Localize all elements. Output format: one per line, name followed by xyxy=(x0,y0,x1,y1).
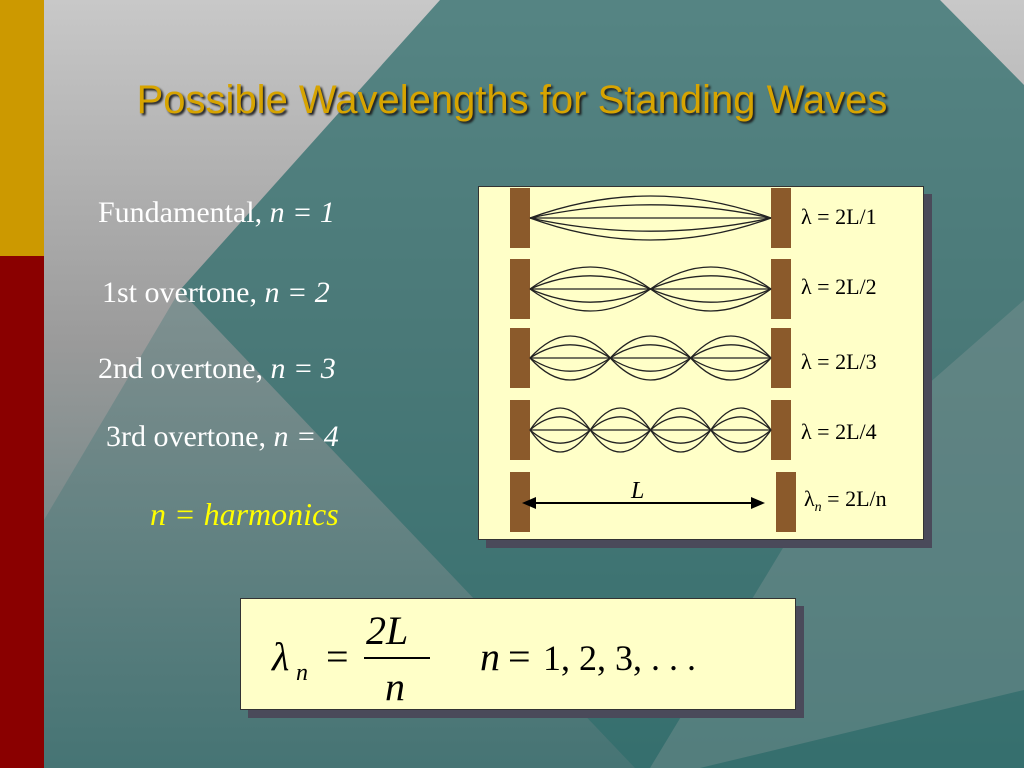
label-overtone-3-eq: n = 4 xyxy=(273,420,339,453)
wave-curve-mode-3-inner-b xyxy=(529,344,772,372)
formula-lambda-subscript: n xyxy=(296,660,308,686)
wall-right-mode-2 xyxy=(771,259,791,319)
wave-curve-mode-3-inner-a xyxy=(529,344,772,372)
label-overtone-3-text: 3rd overtone, xyxy=(106,420,266,453)
wave-rows xyxy=(510,188,796,532)
formula-denominator: n xyxy=(385,664,405,709)
wave-curve-mode-2-inner-b xyxy=(529,275,772,303)
lambda-mode-1: λ = 2L/1 xyxy=(801,204,877,229)
formula-equals-2: = xyxy=(508,634,531,679)
wall-right-mode-1 xyxy=(771,188,791,248)
wave-curve-mode-3-outer-a xyxy=(529,335,772,381)
wavelength-formula: λ n = 2L n n = 1, 2, 3, . . . xyxy=(271,608,696,709)
label-overtone-1: 1st overtone, n = 2 xyxy=(102,276,330,310)
sidebar-gold-bar xyxy=(0,0,44,256)
formula-n: n xyxy=(480,634,500,679)
label-fundamental-text: Fundamental, xyxy=(98,196,263,229)
label-overtone-2-text: 2nd overtone, xyxy=(98,352,263,385)
lambda-general: λn = 2L/n xyxy=(804,486,887,515)
standing-wave-diagram: λ = 2L/1 λ = 2L/2 λ = 2L/3 λ = 2L/4 λn =… xyxy=(510,188,887,532)
wave-panel xyxy=(478,186,924,540)
label-overtone-1-text: 1st overtone, xyxy=(102,276,257,309)
wall-left-mode-2 xyxy=(510,259,530,319)
label-overtone-1-eq: n = 2 xyxy=(264,276,330,309)
length-arrow-right-head xyxy=(751,497,765,509)
wave-curve-mode-3-outer-b xyxy=(529,335,772,381)
formula-equals: = xyxy=(326,634,349,679)
wave-curve-mode-1-outer-b xyxy=(529,217,772,241)
wall-right-general xyxy=(776,472,796,532)
label-overtone-3: 3rd overtone, n = 4 xyxy=(106,420,339,454)
label-overtone-2: 2nd overtone, n = 3 xyxy=(98,352,336,386)
wave-curve-mode-1-inner-b xyxy=(529,217,772,232)
wall-left-mode-4 xyxy=(510,400,530,460)
label-fundamental-eq: n = 1 xyxy=(269,196,335,229)
sidebar-red-bar xyxy=(0,256,44,768)
wave-curve-mode-1-outer-a xyxy=(529,195,772,219)
wall-left-general xyxy=(510,472,530,532)
length-arrow-left-head xyxy=(522,497,536,509)
label-fundamental: Fundamental, n = 1 xyxy=(98,196,335,230)
wall-right-mode-4 xyxy=(771,400,791,460)
formula-panel xyxy=(240,598,796,710)
wave-curve-mode-1-inner-a xyxy=(529,204,772,219)
wall-right-mode-3 xyxy=(771,328,791,388)
formula-lambda: λ xyxy=(271,634,289,679)
formula-numerator: 2L xyxy=(366,608,408,653)
harmonics-label: n = harmonics xyxy=(150,496,339,532)
slide-title: Possible Wavelengths for Standing Waves xyxy=(136,78,888,122)
lambda-mode-2: λ = 2L/2 xyxy=(801,274,877,299)
lambda-mode-4: λ = 2L/4 xyxy=(801,419,877,444)
wall-left-mode-3 xyxy=(510,328,530,388)
formula-values: 1, 2, 3, . . . xyxy=(543,638,696,678)
label-overtone-2-eq: n = 3 xyxy=(270,352,336,385)
wall-left-mode-1 xyxy=(510,188,530,248)
wave-curve-mode-4-inner-b xyxy=(529,416,772,444)
length-label: L xyxy=(630,478,644,504)
lambda-mode-3: λ = 2L/3 xyxy=(801,349,877,374)
